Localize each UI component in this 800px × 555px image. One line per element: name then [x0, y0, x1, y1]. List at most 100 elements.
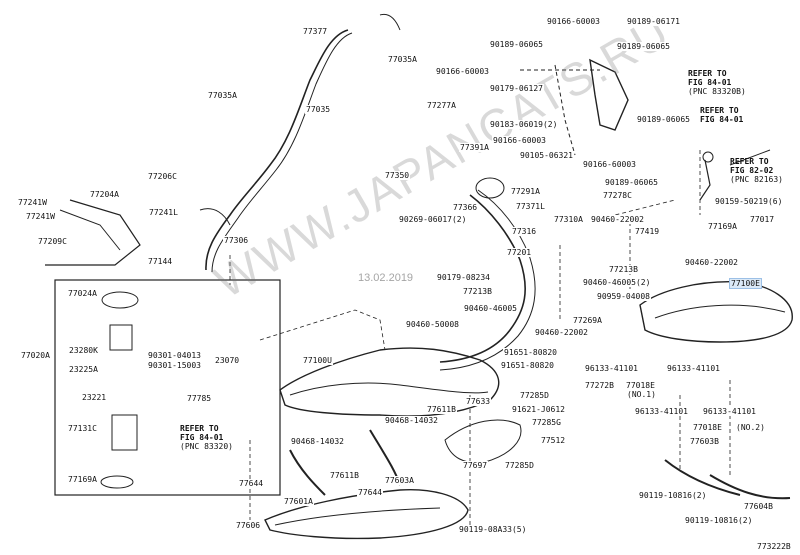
part-label[interactable]: 77204A [89, 190, 120, 199]
part-label[interactable]: 23070 [214, 356, 241, 365]
part-label[interactable]: 77201 [506, 248, 533, 257]
part-label[interactable]: 96133-41101 [666, 364, 721, 373]
part-label[interactable]: 77306 [223, 236, 250, 245]
part-label[interactable]: 77035 [305, 105, 332, 114]
part-label[interactable]: 96133-41101 [634, 407, 689, 416]
part-label[interactable]: 77603A [384, 476, 415, 485]
part-label[interactable]: 77035A [387, 55, 418, 64]
part-label[interactable]: 90189-06171 [626, 17, 681, 26]
refer-to-note-1[interactable]: REFER TO FIG 84-01 (PNC 83320B) [688, 69, 746, 96]
part-label[interactable]: 77316 [511, 227, 538, 236]
part-label[interactable]: 23221 [81, 393, 108, 402]
part-label[interactable]: 90189-06065 [489, 40, 544, 49]
part-label[interactable]: 77024A [67, 289, 98, 298]
part-label[interactable]: 90460-22002 [534, 328, 589, 337]
part-label[interactable]: 91621-J0612 [511, 405, 566, 414]
part-label[interactable]: 77100U [302, 356, 333, 365]
part-label[interactable]: 90301-15003 [147, 361, 202, 370]
part-label[interactable]: 77291A [510, 187, 541, 196]
part-label[interactable]: 90159-50219(6) [714, 197, 784, 206]
part-label[interactable]: 77169A [707, 222, 738, 231]
part-label[interactable]: (NO.2) [735, 423, 766, 432]
part-label[interactable]: 91651-80820 [500, 361, 555, 370]
part-label[interactable]: 90468-14032 [290, 437, 345, 446]
part-label[interactable]: 77241W [17, 198, 48, 207]
part-label[interactable]: 90959-04008 [596, 292, 651, 301]
part-label[interactable]: 90105-06321 [519, 151, 574, 160]
part-label[interactable]: 91651-80820 [503, 348, 558, 357]
part-label[interactable]: 90166-60003 [435, 67, 490, 76]
part-label[interactable]: 90269-06017(2) [398, 215, 468, 224]
part-label-highlighted[interactable]: 77100E [729, 278, 762, 289]
part-label[interactable]: 90166-60003 [582, 160, 637, 169]
part-label[interactable]: 90189-06065 [636, 115, 691, 124]
part-label[interactable]: (NO.1) [626, 390, 657, 399]
part-label[interactable]: 90166-60003 [492, 136, 547, 145]
part-label[interactable]: 77419 [634, 227, 661, 236]
part-label[interactable]: 90189-06065 [604, 178, 659, 187]
part-label[interactable]: 77169A [67, 475, 98, 484]
part-label[interactable]: 77241W [25, 212, 56, 221]
part-label[interactable]: 77310A [553, 215, 584, 224]
part-label[interactable]: 77206C [147, 172, 178, 181]
part-label[interactable]: 96133-41101 [584, 364, 639, 373]
part-label[interactable]: 77603B [689, 437, 720, 446]
part-label[interactable]: 96133-41101 [702, 407, 757, 416]
refer-to-note-2[interactable]: REFER TO FIG 84-01 [700, 106, 743, 124]
part-label[interactable]: 77131C [67, 424, 98, 433]
part-label[interactable]: 90460-46005(2) [582, 278, 652, 287]
part-label[interactable]: 77213B [462, 287, 493, 296]
part-label[interactable]: 77277A [426, 101, 457, 110]
part-label[interactable]: 77644 [238, 479, 265, 488]
part-label[interactable]: 77697 [462, 461, 489, 470]
part-label[interactable]: 77377 [302, 27, 329, 36]
part-label[interactable]: 77017 [749, 215, 776, 224]
part-label[interactable]: 90183-06019(2) [489, 120, 559, 129]
part-label[interactable]: 90179-06127 [489, 84, 544, 93]
part-label[interactable]: 90468-14032 [384, 416, 439, 425]
part-label[interactable]: 90460-50008 [405, 320, 460, 329]
part-label[interactable]: 23225A [68, 365, 99, 374]
part-label[interactable]: 77604B [743, 502, 774, 511]
part-label[interactable]: 77209C [37, 237, 68, 246]
part-label[interactable]: 90460-22002 [684, 258, 739, 267]
part-label[interactable]: 77285D [519, 391, 550, 400]
part-label[interactable]: 77020A [20, 351, 51, 360]
part-label[interactable]: 77611B [426, 405, 457, 414]
part-label[interactable]: 77633 [465, 397, 492, 406]
part-label[interactable]: 77144 [147, 257, 174, 266]
part-label[interactable]: 77285G [531, 418, 562, 427]
refer-to-note-4[interactable]: REFER TO FIG 84-01 (PNC 83320) [180, 424, 233, 451]
part-label[interactable]: 77241L [148, 208, 179, 217]
refer-to-note-3[interactable]: REFER TO FIG 82-02 (PNC 82163) [730, 157, 783, 184]
part-label[interactable]: 90301-04013 [147, 351, 202, 360]
part-label[interactable]: 77785 [186, 394, 213, 403]
part-label[interactable]: 77371L [515, 202, 546, 211]
part-label[interactable]: 77601A [283, 497, 314, 506]
part-label[interactable]: 77285D [504, 461, 535, 470]
part-label[interactable]: 77644 [357, 488, 384, 497]
part-label[interactable]: 90179-08234 [436, 273, 491, 282]
part-label[interactable]: 90189-06065 [616, 42, 671, 51]
part-label[interactable]: 90119-08A33(5) [458, 525, 528, 534]
refer-line: (PNC 82163) [730, 175, 783, 184]
part-label[interactable]: 77018E [625, 381, 656, 390]
part-label[interactable]: 77213B [608, 265, 639, 274]
part-label[interactable]: 90119-10816(2) [684, 516, 754, 525]
part-label[interactable]: 90119-10816(2) [638, 491, 708, 500]
part-label[interactable]: 77512 [540, 436, 567, 445]
part-label[interactable]: 77269A [572, 316, 603, 325]
part-label[interactable]: 77278C [602, 191, 633, 200]
part-label[interactable]: 77350 [384, 171, 411, 180]
part-label[interactable]: 77366 [452, 203, 479, 212]
part-label[interactable]: 90460-46005 [463, 304, 518, 313]
part-label[interactable]: 77611B [329, 471, 360, 480]
part-label[interactable]: 77391A [459, 143, 490, 152]
part-label[interactable]: 90460-22002 [590, 215, 645, 224]
part-label[interactable]: 77018E [692, 423, 723, 432]
part-label[interactable]: 77272B [584, 381, 615, 390]
part-label[interactable]: 23280K [68, 346, 99, 355]
part-label[interactable]: 77606 [235, 521, 262, 530]
part-label[interactable]: 77035A [207, 91, 238, 100]
part-label[interactable]: 90166-60003 [546, 17, 601, 26]
